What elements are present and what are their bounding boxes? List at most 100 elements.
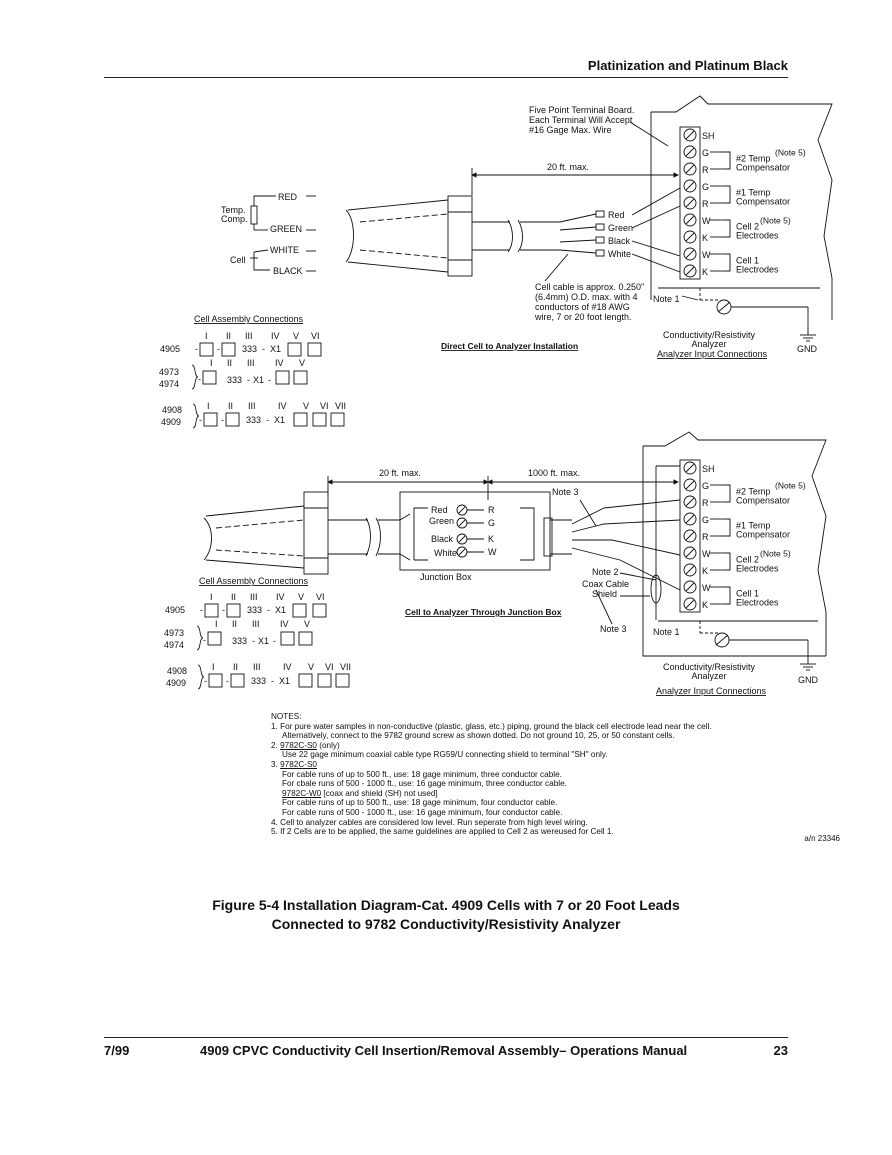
terminal-screw-slot (685, 147, 695, 157)
jbox-right-r: R (488, 505, 495, 515)
coax-label-2: Shield (592, 589, 617, 599)
terminal-screw (683, 580, 697, 594)
model-4909: 4909 (161, 417, 181, 427)
terminal-screw (683, 529, 697, 543)
roman-numeral: VII (335, 401, 346, 411)
option-box (280, 631, 295, 646)
roman-numeral: V (299, 358, 305, 368)
note-2-tail: (only) (316, 740, 340, 750)
terminal-label: K (702, 267, 708, 277)
terminal-screw (683, 128, 697, 142)
option-box (317, 673, 332, 688)
terminal-screw-slot (685, 215, 695, 225)
terminal-screw-slot (685, 497, 695, 507)
dash-sep: - (203, 635, 206, 645)
terminal-label: G (702, 515, 709, 525)
roman-numeral: II (226, 331, 231, 341)
roman-numeral: II (233, 662, 238, 672)
note-3d: For cable runs of 500 - 1000 ft., use: 1… (282, 807, 563, 817)
note-2-code: 9782C-S0 (280, 740, 317, 750)
code-x1: X1 (258, 636, 269, 646)
terminal-screw (683, 478, 697, 492)
group-bracket (726, 185, 731, 204)
roman-numeral: VII (340, 662, 351, 672)
roman-numeral: IV (275, 358, 284, 368)
terminal-label: R (702, 498, 709, 508)
note-3b: For cbale runs of 500 - 1000 ft., use: 1… (282, 779, 567, 789)
group-bracket (726, 253, 731, 272)
white-lead-label: WHITE (270, 245, 299, 255)
option-box (202, 370, 217, 385)
terminal-screw-slot (685, 164, 695, 174)
roman-numeral: V (298, 592, 304, 602)
terminal-screw (683, 145, 697, 159)
terminal-label: W (702, 583, 711, 593)
roman-numeral: III (248, 401, 256, 411)
roman-numeral: II (227, 358, 232, 368)
footer-page: 23 (773, 1043, 788, 1058)
option-box (225, 412, 240, 427)
terminal-note-1: Five Point Terminal Board. (529, 105, 634, 115)
dash-sep: - (200, 605, 203, 615)
dash-sep: - (271, 676, 274, 686)
terminal-label: W (702, 549, 711, 559)
terminal-label: K (702, 600, 708, 610)
dash-sep: - (226, 676, 229, 686)
jbox-right-k: K (488, 534, 494, 544)
option-box (312, 603, 327, 618)
model-4909: 4909 (166, 678, 186, 688)
wire-green: Green (608, 223, 633, 233)
note-3: 3. 9782C-S0 (271, 760, 831, 770)
terminal-label: SH (702, 131, 715, 141)
bottom-diagram (203, 431, 827, 671)
roman-numeral: IV (280, 619, 289, 629)
footer-title: 4909 CPVC Conductivity Cell Insertion/Re… (200, 1043, 688, 1058)
terminal-screw (683, 196, 697, 210)
note-3-code2: 9782C-W0 (282, 788, 322, 798)
note-3-code2-line: 9782C-W0 [coax and shield (SH) not used] (271, 789, 831, 799)
group-label-2: Compensator (736, 530, 790, 540)
terminal-screw (683, 162, 697, 176)
model-4973: 4973 (159, 367, 179, 377)
roman-numeral: V (303, 401, 309, 411)
option-box (230, 673, 245, 688)
top-note1-label: Note 1 (653, 294, 680, 304)
roman-numeral: III (250, 592, 258, 602)
roman-numeral: VI (316, 592, 325, 602)
roman-numeral: II (231, 592, 236, 602)
model-4973: 4973 (164, 628, 184, 638)
roman-numeral: II (232, 619, 237, 629)
temp-comp-label-2: Comp. (221, 214, 248, 224)
terminal-note-3: #16 Gage Max. Wire (529, 125, 612, 135)
code-333: 333 (251, 676, 266, 686)
group-note: (Note 5) (775, 148, 806, 158)
terminal-label: G (702, 481, 709, 491)
roman-numeral: I (212, 662, 215, 672)
terminal-label: W (702, 216, 711, 226)
terminal-label: G (702, 148, 709, 158)
group-label-1: #2 Temp (736, 154, 770, 164)
terminal-screw (683, 597, 697, 611)
note-3-code2-tail: [coax and shield (SH) not used] (321, 788, 438, 798)
terminal-screw (683, 264, 697, 278)
dash-sep: - (221, 415, 224, 425)
roman-numeral: I (210, 358, 213, 368)
terminal-screw-slot (685, 232, 695, 242)
terminal-screw (683, 546, 697, 560)
dash-sep: - (222, 605, 225, 615)
terminal-screw (683, 495, 697, 509)
top-diagram-labels: Five Point Terminal Board. Each Terminal… (194, 105, 818, 359)
group-bracket (726, 586, 731, 605)
option-box (275, 370, 290, 385)
top-analyzer-input-link: Analyzer Input Connections (657, 349, 768, 359)
group-label-2: Compensator (736, 163, 790, 173)
cable-note-4: wire, 7 or 20 foot length. (534, 312, 632, 322)
code-333: 333 (232, 636, 247, 646)
option-box (292, 603, 307, 618)
group-note: (Note 5) (775, 481, 806, 491)
terminal-screw (683, 461, 697, 475)
